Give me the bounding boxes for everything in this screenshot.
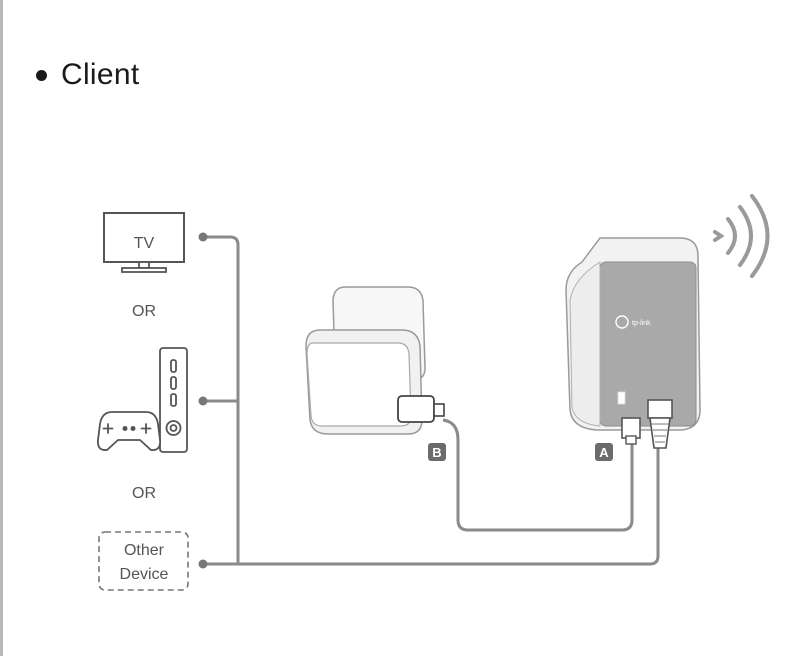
or-label-2: OR <box>132 485 156 502</box>
port-badge-b: B <box>428 443 446 461</box>
console-connector-dot <box>198 396 208 406</box>
svg-text:A: A <box>599 445 609 460</box>
other-device-connector-dot <box>198 559 208 569</box>
router-brand-label: tp-link <box>632 320 651 327</box>
port-badge-a: A <box>595 443 613 461</box>
other-device-box <box>98 531 189 591</box>
tv-connector-dot <box>198 232 208 242</box>
game-console-icon <box>159 347 188 453</box>
usb-plug-icon <box>397 395 435 423</box>
usb-power-cable <box>442 418 634 532</box>
other-device-label-line2: Device <box>120 566 169 583</box>
ethernet-cables <box>203 235 660 566</box>
section-title: Client <box>61 58 140 91</box>
router-logo-icon <box>615 315 629 329</box>
cable-end-dots <box>198 232 208 569</box>
tv-label: TV <box>134 235 155 252</box>
bullet-icon <box>36 69 47 81</box>
tv-cable <box>203 235 240 564</box>
device-to-router-cable <box>203 446 660 566</box>
svg-text:B: B <box>432 445 441 460</box>
power-adapter-icon <box>305 286 445 435</box>
or-label-1: OR <box>132 303 156 320</box>
left-border-rule <box>0 0 3 656</box>
other-device-label-line1: Other <box>124 542 165 559</box>
router-icon: tp-link <box>565 237 701 449</box>
section-heading: Client <box>36 58 140 92</box>
tv-icon <box>103 212 185 273</box>
gamepad-icon <box>97 411 161 451</box>
wireless-signal-icon <box>713 194 770 278</box>
